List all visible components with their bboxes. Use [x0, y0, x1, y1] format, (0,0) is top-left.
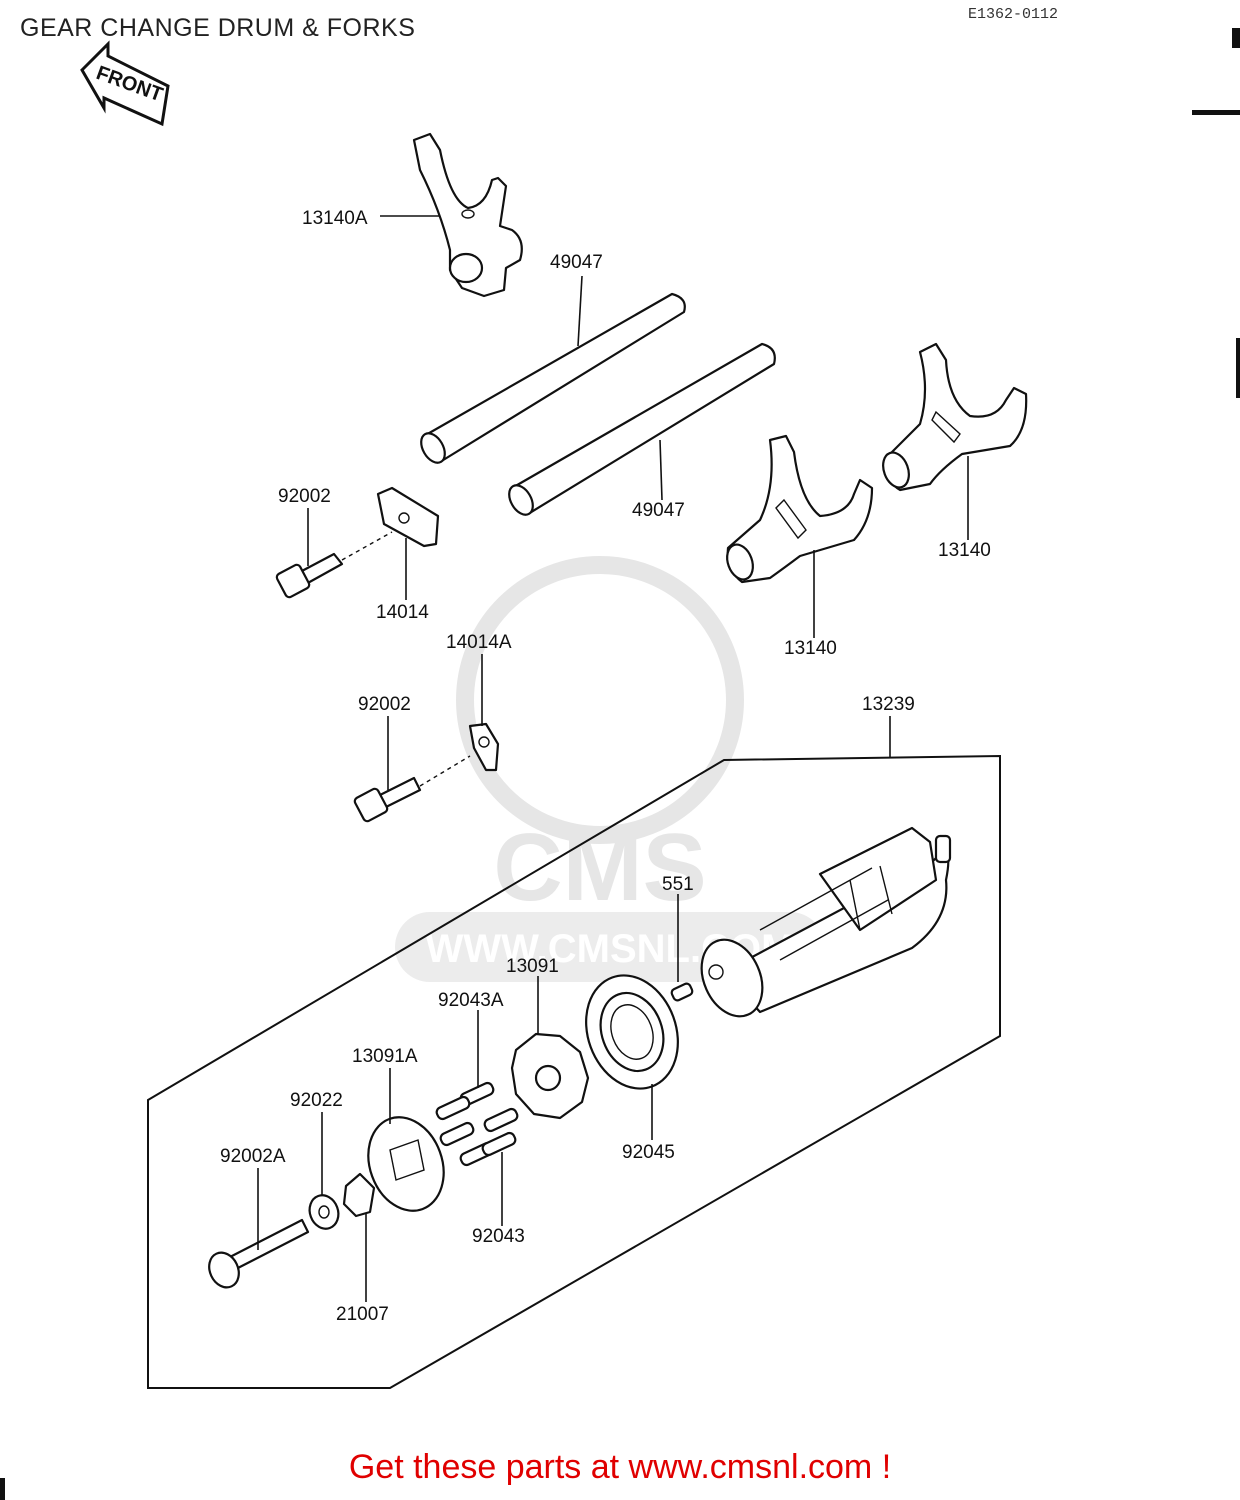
- label-21007: 21007: [336, 1304, 389, 1325]
- label-49047-lower: 49047: [632, 500, 685, 521]
- plate-14014: [376, 486, 440, 548]
- pins-92043: [435, 1081, 519, 1167]
- shift-fork-13140-lower: [726, 434, 874, 584]
- shift-rod-lower: [508, 342, 776, 516]
- holder-21007: [342, 1172, 376, 1218]
- footer-link[interactable]: Get these parts at www.cmsnl.com !: [348, 1448, 892, 1486]
- leader-lines: [257, 215, 969, 1302]
- shift-fork-13140-upper: [882, 342, 1028, 492]
- label-92045: 92045: [622, 1142, 675, 1163]
- label-551: 551: [662, 874, 694, 895]
- label-13239: 13239: [862, 694, 915, 715]
- plate-14014a: [468, 722, 500, 772]
- label-14014a: 14014A: [446, 632, 512, 653]
- watermark-logo-ring: [456, 556, 744, 844]
- label-13140a: 13140A: [302, 208, 368, 229]
- label-13091a: 13091A: [352, 1046, 418, 1067]
- label-92043: 92043: [472, 1226, 525, 1247]
- part-labels: 13140A 49047 49047 92002 14014 13140 131…: [220, 208, 991, 1325]
- label-14014: 14014: [376, 602, 429, 623]
- label-92002-upper: 92002: [278, 486, 331, 507]
- bearing-92045: [585, 974, 679, 1090]
- bolt-92002-lower: [353, 755, 471, 823]
- label-49047-upper: 49047: [550, 252, 603, 273]
- label-13140-upper: 13140: [938, 540, 991, 561]
- drum-assembly-outline: [147, 754, 1001, 1389]
- label-92022: 92022: [290, 1090, 343, 1111]
- page-title: GEAR CHANGE DRUM & FORKS: [20, 14, 416, 42]
- bolt-92002-upper: [275, 531, 393, 599]
- front-arrow-icon: FRONT: [80, 40, 170, 127]
- pin-551: [670, 982, 694, 1002]
- label-13091: 13091: [506, 956, 559, 977]
- edge-marks: [0, 28, 1240, 1500]
- label-13140-lower: 13140: [784, 638, 837, 659]
- label-92043a: 92043A: [438, 990, 504, 1011]
- watermark: CMS WWW.CMSNL.COM: [395, 556, 825, 982]
- gear-change-drum: [700, 826, 952, 1018]
- bolt-92002a: [208, 1218, 310, 1289]
- washer-92022: [308, 1194, 340, 1230]
- shift-fork-13140a: [412, 132, 523, 298]
- watermark-logo-text: CMS: [493, 814, 706, 921]
- drum-cam-13091: [510, 1032, 590, 1120]
- label-92002-lower: 92002: [358, 694, 411, 715]
- shift-rod-upper: [420, 292, 686, 464]
- diagram-code: E1362-0112: [968, 6, 1059, 23]
- label-92002a: 92002A: [220, 1146, 286, 1167]
